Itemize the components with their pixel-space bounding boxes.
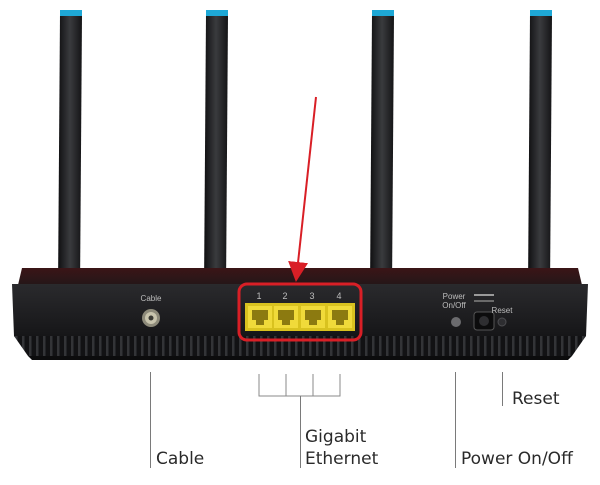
reset-callout: Reset [512,389,560,409]
antenna-4 [528,10,552,290]
gigabit-leader-line [300,396,301,468]
antenna-1 [58,10,82,290]
antenna-2 [204,10,228,290]
cable-leader-line [150,372,151,468]
highlight-box [237,282,363,342]
gigabit-callout-line1: Gigabit [305,427,367,447]
cable-port-label: Cable [141,294,162,303]
power-leader-line [455,372,456,468]
ethernet-bracket [258,374,341,397]
reset-button: Reset [492,306,514,327]
router-top [18,268,582,285]
pointer-arrow [288,96,317,282]
ethernet-port-1 [248,306,272,328]
power-callout: Power On/Off [461,449,573,469]
power-label-line2: On/Off [442,301,466,310]
port-number-1: 1 [256,291,261,301]
router-vents [14,336,586,356]
reset-leader-line [502,372,503,406]
cable-port: Cable [141,294,162,327]
power-label-line1: Power [443,292,466,301]
ethernet-ports: 1 2 3 4 [237,282,363,342]
antenna-tip-light [206,10,228,16]
gigabit-callout-line2: Ethernet [305,449,379,469]
port-number-2: 2 [282,291,287,301]
antenna-tip-light [372,10,394,16]
ethernet-port-2 [274,306,298,328]
port-number-4: 4 [336,291,341,301]
antenna-3 [370,10,394,290]
antenna-tip-light [530,10,552,16]
gigabit-ethernet-callout: Gigabit Ethernet [305,426,378,470]
ethernet-port-3 [301,306,325,328]
reset-port-label: Reset [492,306,514,315]
power-button: Power On/Off [442,292,466,327]
antenna-tip-light [60,10,82,16]
ethernet-port-4 [328,306,352,328]
dc-power-jack [473,294,495,331]
port-number-3: 3 [309,291,314,301]
cable-callout: Cable [156,449,205,469]
